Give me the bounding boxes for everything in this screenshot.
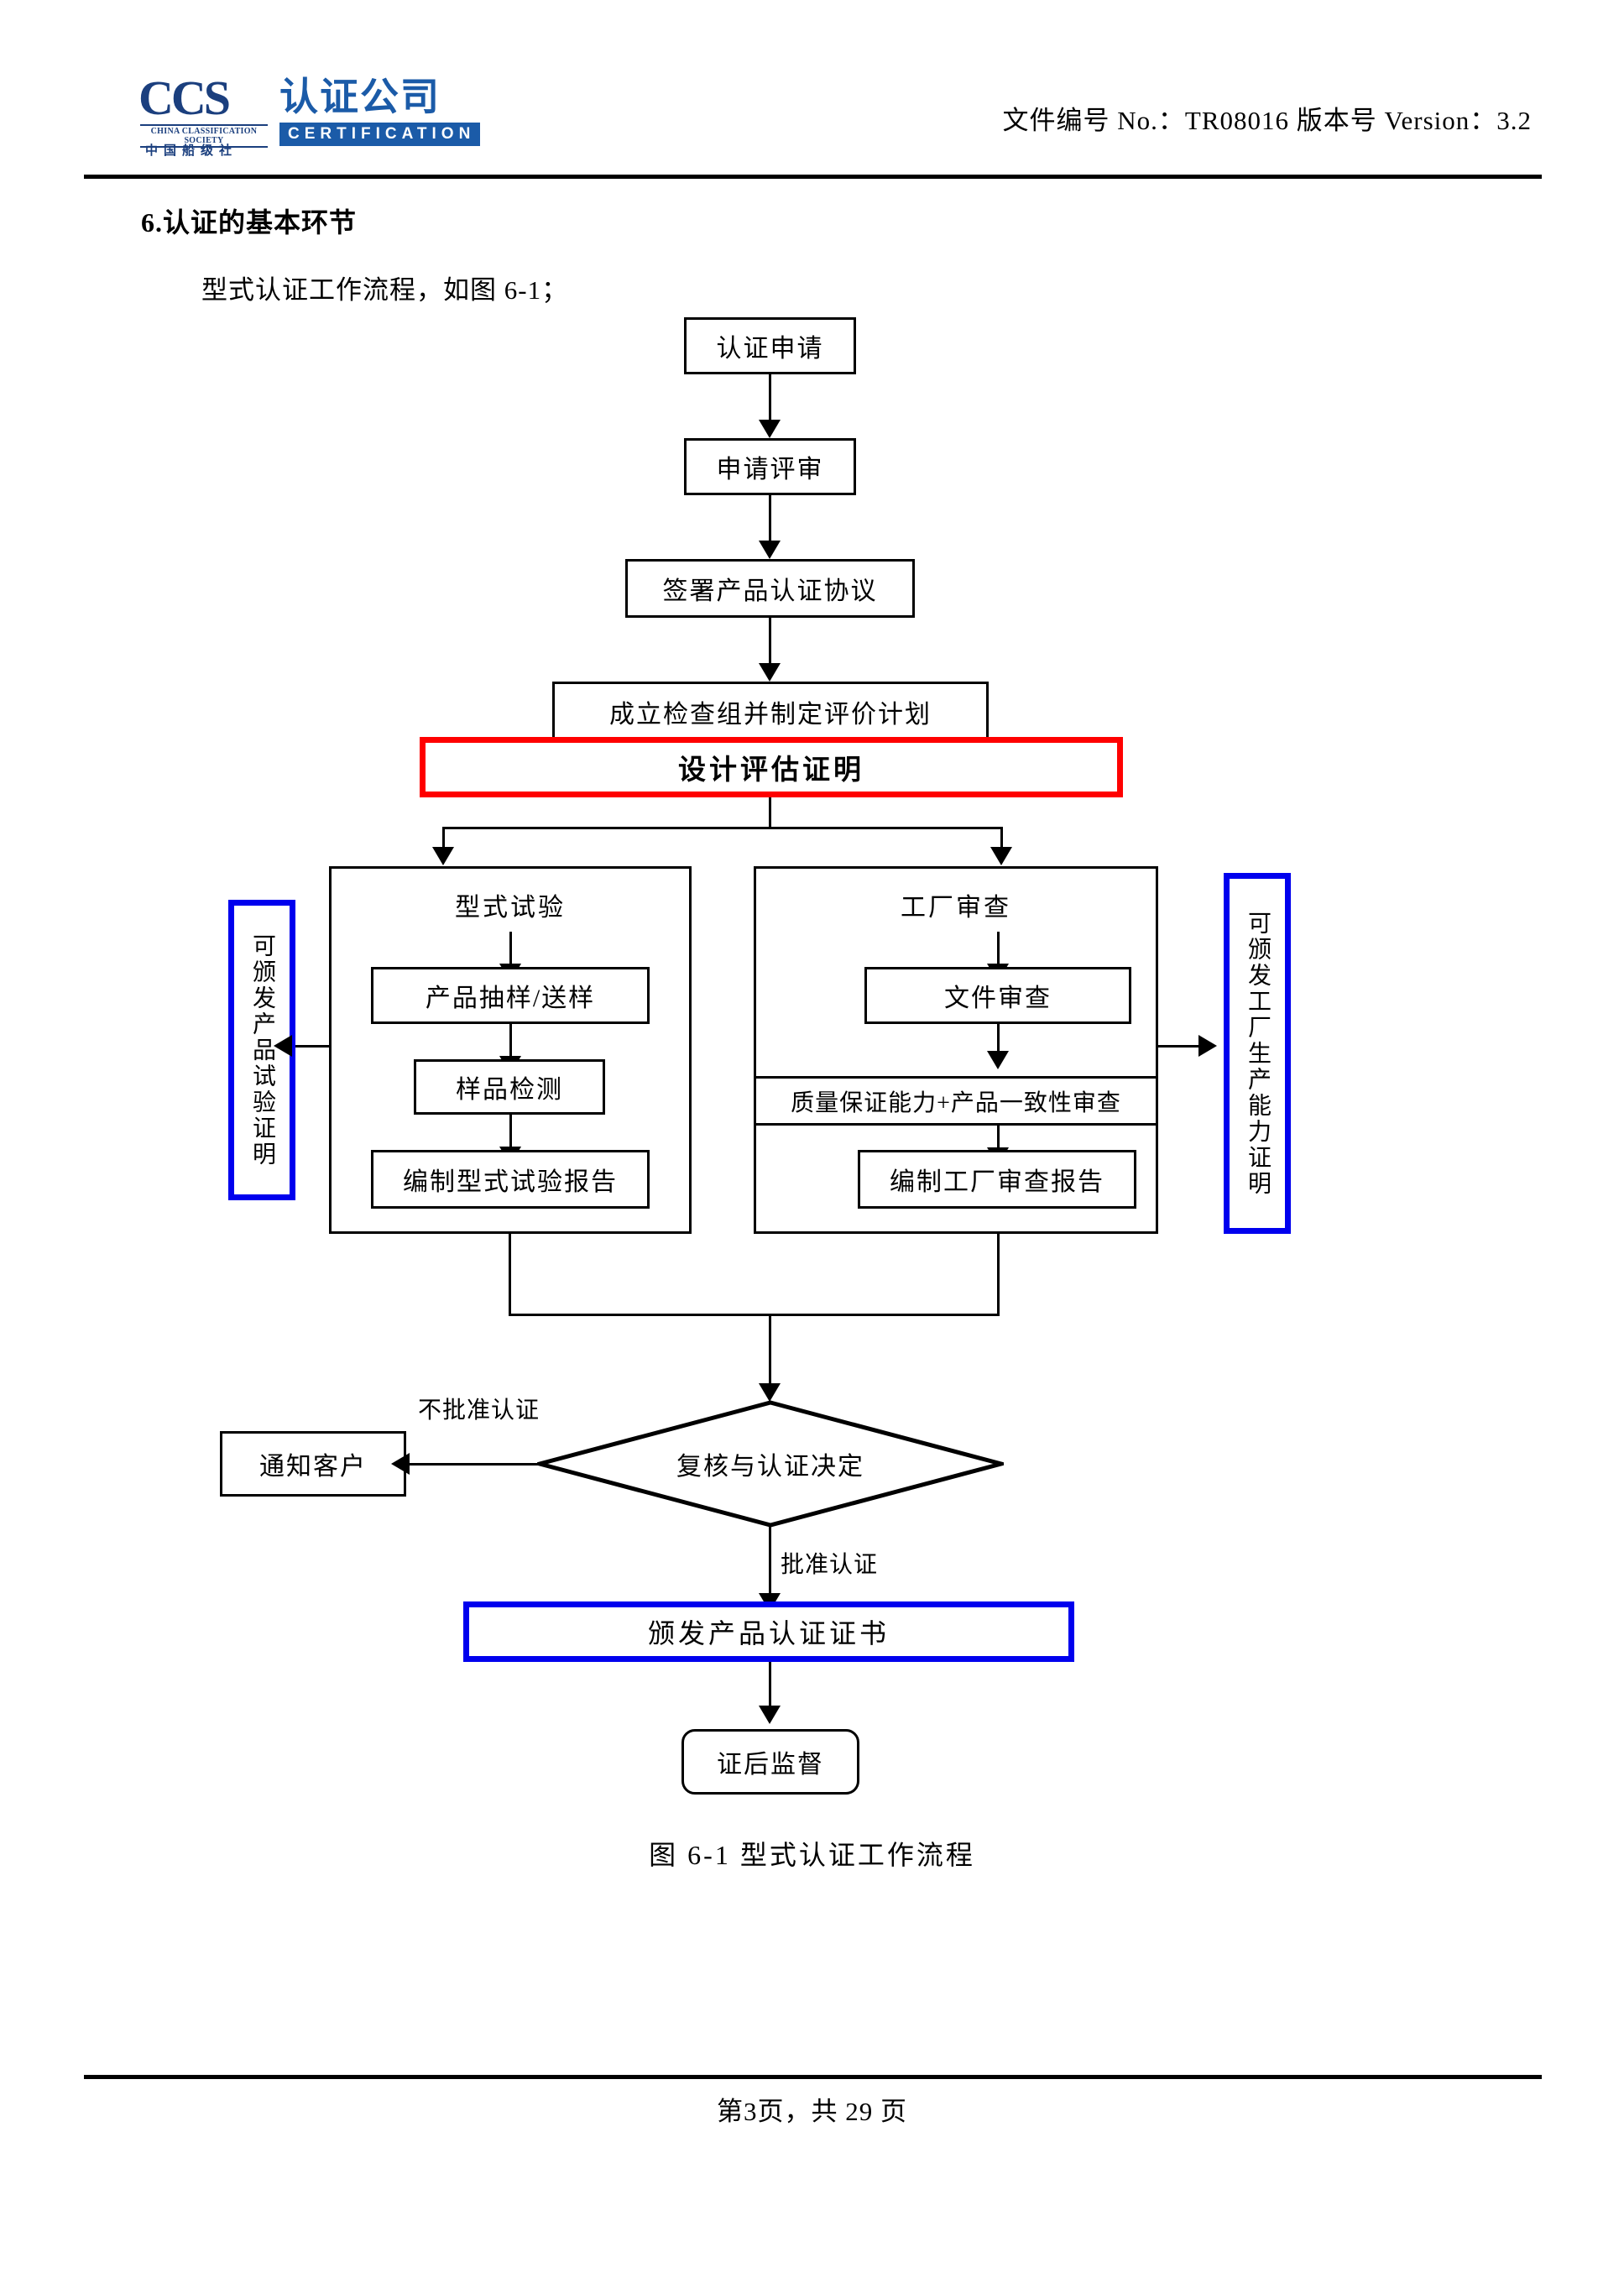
connector-merge-bar <box>509 1314 1000 1316</box>
logo-chinese-small: 中国船级社 <box>145 144 238 158</box>
connector-merge-right-leg <box>997 1234 1000 1316</box>
logo-english-name: CHINA CLASSIFICATION SOCIETY <box>140 124 268 148</box>
flow-node-notify-client[interactable]: 通知客户 <box>220 1431 406 1497</box>
connector-quality-to-factoryreport <box>997 1126 1000 1154</box>
logo-certification-band: CERTIFICATION <box>279 123 481 146</box>
divider-quality-row-top <box>754 1076 1158 1079</box>
intro-paragraph: 型式认证工作流程，如图 6-1； <box>201 275 569 305</box>
flow-node-review-decision[interactable]: 复核与认证决定 <box>537 1400 1004 1528</box>
arrow-right-icon <box>1198 1035 1217 1057</box>
flow-node-product-test-certificate[interactable]: 可颁发产品试验证明 <box>228 900 295 1200</box>
flow-node-issue-product-certificate[interactable]: 颁发产品认证证书 <box>463 1601 1074 1662</box>
flow-node-sample-testing[interactable]: 样品检测 <box>414 1059 605 1115</box>
connector-issuecert-to-supervision <box>769 1662 771 1714</box>
logo-chinese-big: 认证公司 <box>279 75 441 118</box>
figure-caption: 图 6-1 型式认证工作流程 <box>649 1840 975 1870</box>
arrow-left-icon <box>391 1453 410 1475</box>
flow-node-factory-capability-certificate[interactable]: 可颁发工厂生产能力证明 <box>1224 873 1291 1234</box>
page-header: CCS CHINA CLASSIFICATION SOCIETY 中国船级社 认… <box>84 59 1540 176</box>
flow-node-document-audit[interactable]: 文件审查 <box>864 967 1131 1024</box>
edge-label-approve: 批准认证 <box>781 1546 879 1580</box>
header-divider <box>84 175 1542 179</box>
connector-sampletest-to-report <box>509 1115 512 1153</box>
connector-factoryaudit-to-blue-right <box>1158 1045 1202 1048</box>
connector-typetest-to-sampling <box>509 932 512 972</box>
connector-sampling-to-sampletest <box>509 1024 512 1063</box>
connector-factoryaudit-to-docaudit <box>997 932 1000 972</box>
connector-decision-to-notify <box>403 1463 539 1466</box>
flow-node-apply[interactable]: 认证申请 <box>684 317 856 374</box>
arrow-down-icon <box>759 420 781 438</box>
flow-node-factory-capability-certificate-label: 可颁发工厂生产能力证明 <box>1245 910 1271 1197</box>
divider-quality-row-bottom <box>754 1123 1158 1126</box>
flow-group-type-test-title: 型式试验 <box>455 894 566 922</box>
connector-split-right-drop <box>1000 827 1003 854</box>
diamond-shape-icon <box>537 1400 1004 1528</box>
flow-node-post-certification-supervision[interactable]: 证后监督 <box>681 1729 859 1795</box>
arrow-down-icon <box>759 541 781 559</box>
footer-page-number: 第3页，共 29 页 <box>717 2097 907 2126</box>
flow-node-design-evaluation-certificate[interactable]: 设计评估证明 <box>420 737 1123 797</box>
connector-merge-to-decision <box>769 1314 771 1396</box>
connector-typetest-to-blue-left <box>285 1045 331 1048</box>
connector-decision-to-issue-cert <box>769 1526 771 1608</box>
flow-node-factory-audit-report[interactable]: 编制工厂审查报告 <box>858 1150 1136 1209</box>
connector-apply-to-review <box>769 374 771 426</box>
arrow-down-icon <box>759 663 781 682</box>
flow-node-review-application[interactable]: 申请评审 <box>684 438 856 495</box>
arrow-down-icon <box>987 1051 1009 1069</box>
connector-merge-left-leg <box>509 1234 511 1316</box>
section-heading: 6.认证的基本环节 <box>141 207 358 238</box>
arrow-down-icon <box>990 847 1012 865</box>
connector-docaudit-to-quality <box>997 1024 1000 1064</box>
arrow-left-icon <box>274 1035 292 1057</box>
ccs-logo: CCS CHINA CLASSIFICATION SOCIETY 中国船级社 认… <box>138 71 481 158</box>
footer-divider <box>84 2075 1542 2079</box>
flow-node-sign-agreement[interactable]: 签署产品认证协议 <box>625 559 915 618</box>
arrow-down-icon <box>432 847 454 865</box>
flow-node-quality-consistency-audit[interactable]: 质量保证能力+产品一致性审查 <box>791 1090 1121 1116</box>
flow-node-review-decision-label: 复核与认证决定 <box>676 1453 864 1481</box>
connector-sign-to-team <box>769 618 771 670</box>
edge-label-reject: 不批准认证 <box>418 1392 540 1425</box>
flow-node-product-sampling[interactable]: 产品抽样/送样 <box>371 967 650 1024</box>
connector-split-left-drop <box>442 827 445 854</box>
logo-abbr: CCS <box>138 71 231 125</box>
arrow-down-icon <box>759 1383 781 1402</box>
arrow-down-icon <box>759 1706 781 1724</box>
flow-group-factory-audit-title: 工厂审查 <box>901 894 1011 922</box>
connector-design-eval-split-bar <box>442 827 1003 829</box>
document-number-version: 文件编号 No.：TR08016 版本号 Version：3.2 <box>1002 106 1532 135</box>
flow-node-form-inspection-team[interactable]: 成立检查组并制定评价计划 <box>552 682 989 742</box>
connector-review-to-sign <box>769 495 771 547</box>
connector-design-eval-split-stem <box>769 797 771 829</box>
flow-node-product-test-certificate-label: 可颁发产品试验证明 <box>249 933 275 1168</box>
flow-node-type-test-report[interactable]: 编制型式试验报告 <box>371 1150 650 1209</box>
